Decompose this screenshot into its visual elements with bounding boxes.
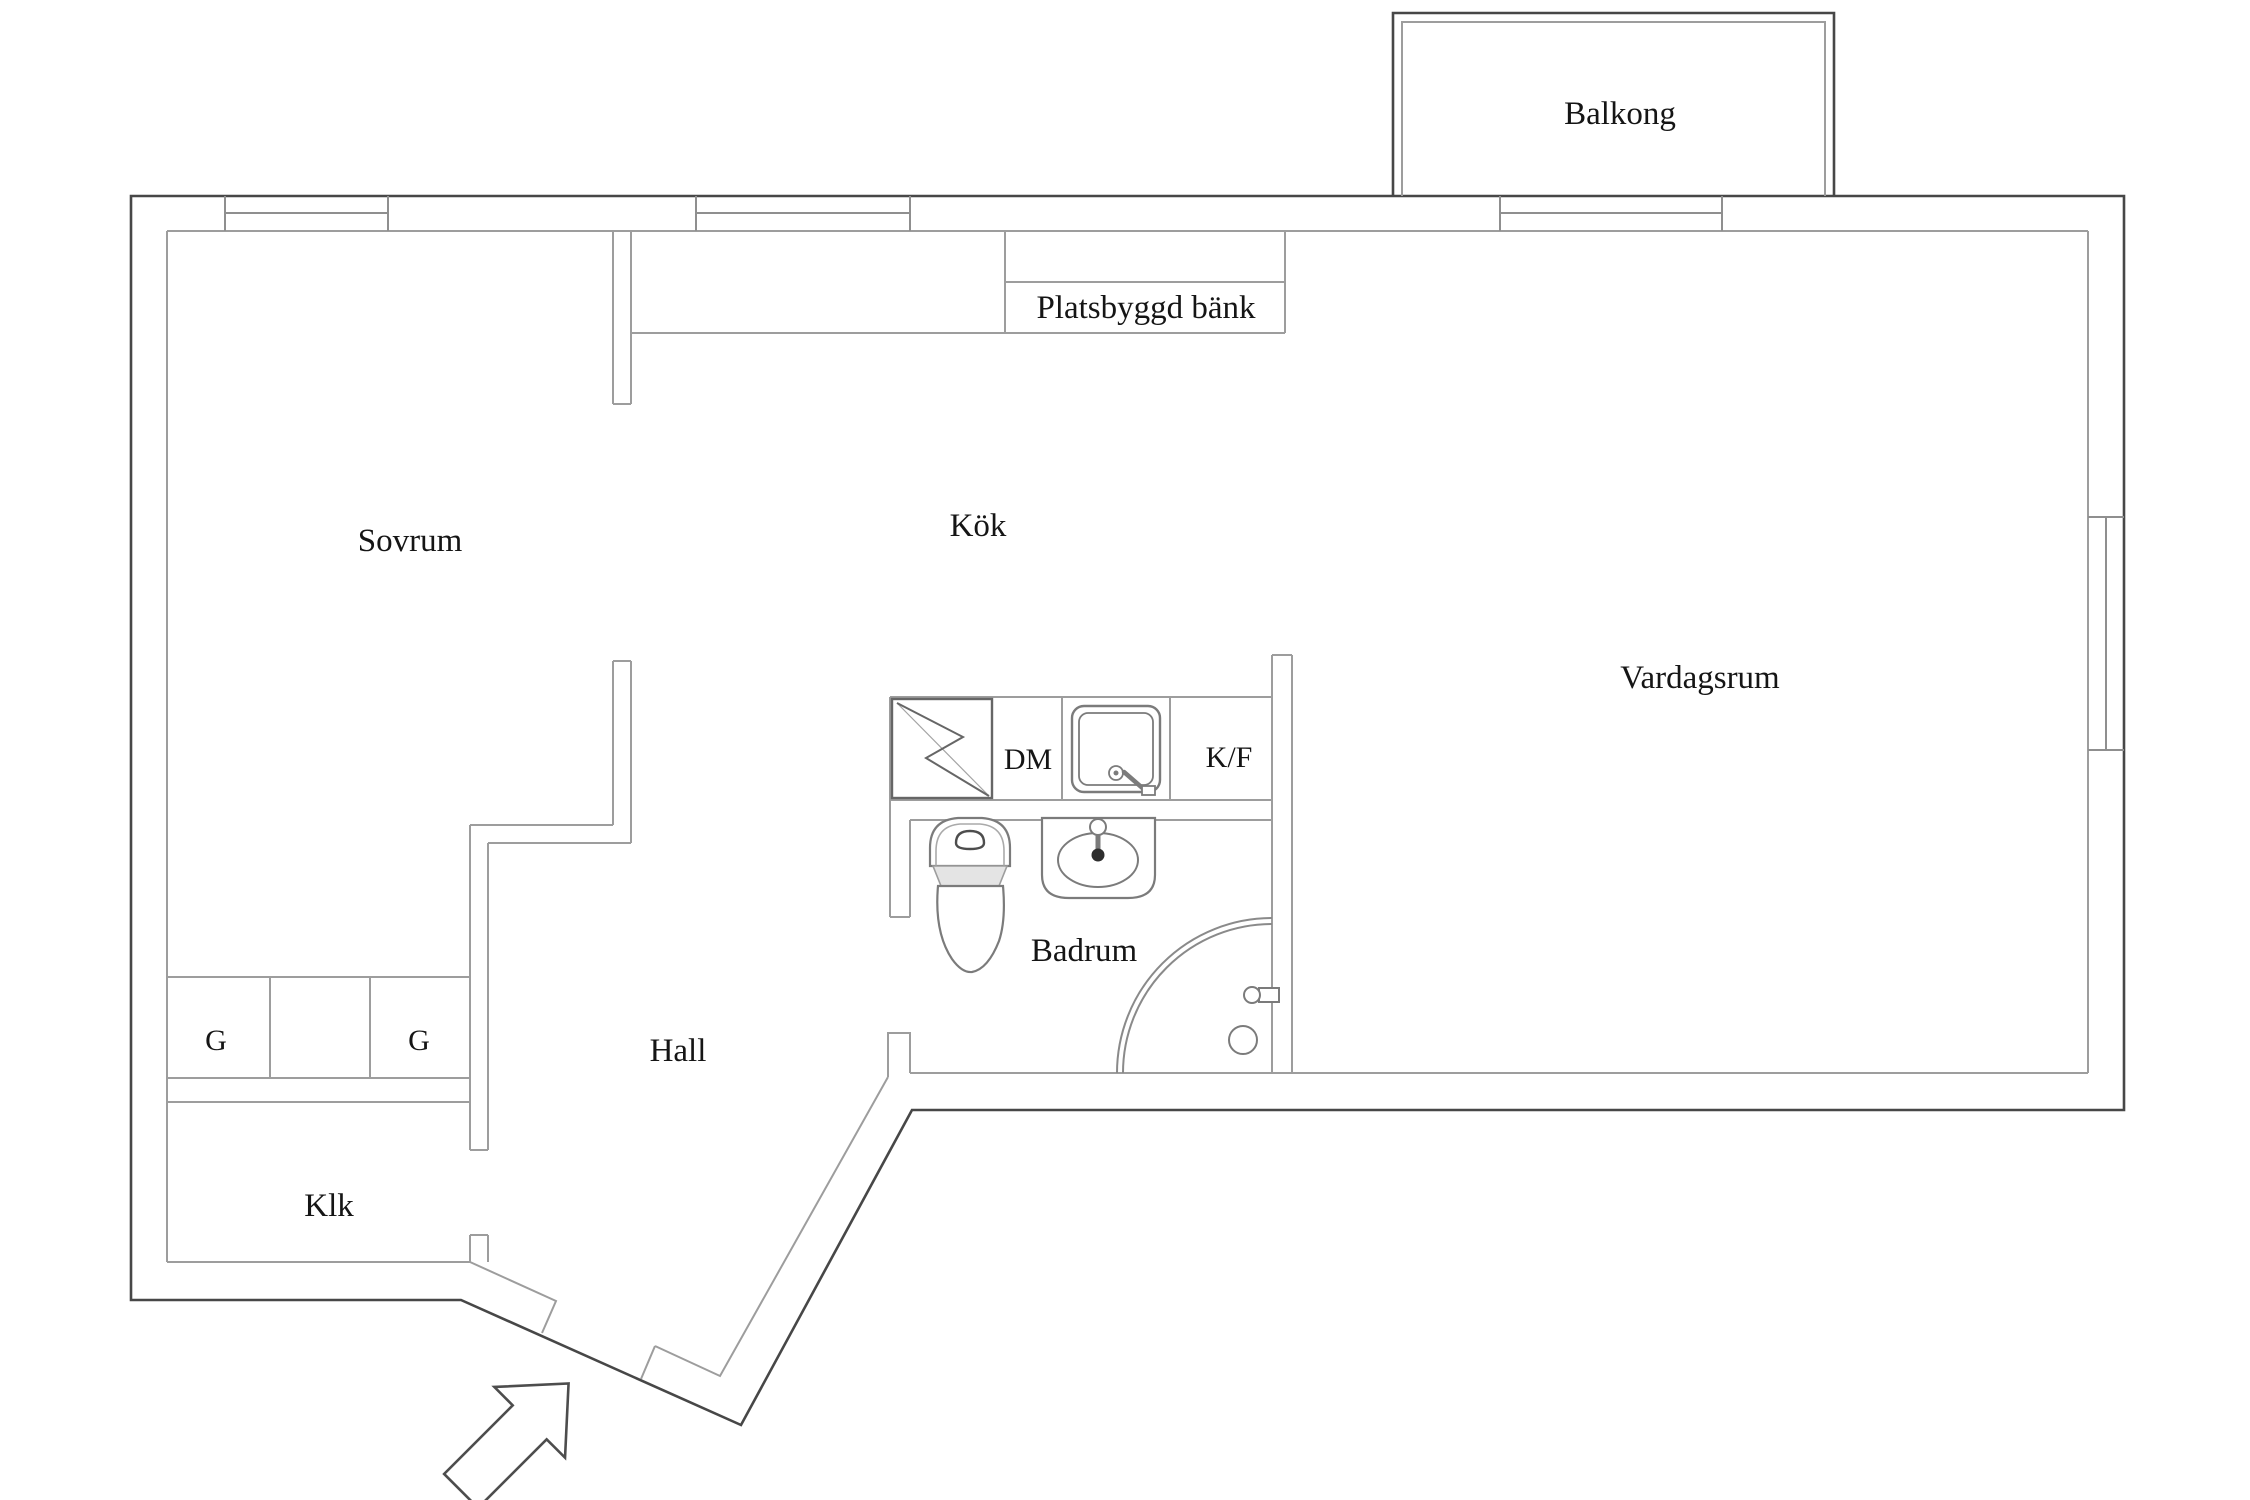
windows [224,196,2124,751]
entrance-arrow-icon [442,1382,570,1500]
bathroom-door-stub [887,1032,911,1077]
balcony-door [1499,196,1723,231]
annotation-wardrobe-left: G [205,1024,227,1057]
exterior-walls [129,11,2126,1427]
annotation-built-in-bench: Platsbyggd bänk [1036,290,1256,326]
balcony-outer-wall [1391,11,1836,196]
room-label-balcony: Balkong [1564,96,1676,132]
room-label-kitchen: Kök [950,508,1007,544]
bedroom-east-wall [470,231,632,844]
wardrobe-row [167,976,470,1079]
room-label-bathroom: Badrum [1031,933,1138,969]
kitchen-sink-icon [1070,704,1162,796]
hall-west-wall [469,825,489,1262]
bedroom-window [224,196,389,231]
annotation-wardrobe-right: G [408,1024,430,1057]
inner-perimeter [166,230,2089,1263]
stove-icon [890,697,994,800]
room-label-closet: Klk [304,1188,354,1224]
room-label-bedroom: Sovrum [358,523,463,559]
built-in-bench-outline [630,232,1286,334]
room-label-hall: Hall [650,1033,707,1069]
bathroom-fixtures [928,816,1280,1074]
outer-wall-outline [129,194,2126,1427]
annotation-dishwasher: DM [1004,743,1052,776]
shower-icon [1116,917,1280,1074]
interior-wall-lines [166,21,2089,1380]
kitchen-fixtures [890,697,1162,800]
toilet-icon [928,816,1012,974]
entrance-diagonal-inner [469,1076,889,1380]
annotation-fridge-freezer: K/F [1206,741,1253,774]
living-room-window [2088,516,2124,751]
washbasin-icon [1040,816,1157,900]
bathroom-west-wall [889,697,911,918]
balcony-inner-wall [1401,21,1826,196]
bathroom-east-wall [1271,654,1293,1073]
kitchen-window [695,196,911,231]
labels: Balkong Platsbyggd bänk Sovrum Kök Varda… [205,96,1780,1224]
room-label-living-room: Vardagsrum [1620,660,1780,696]
